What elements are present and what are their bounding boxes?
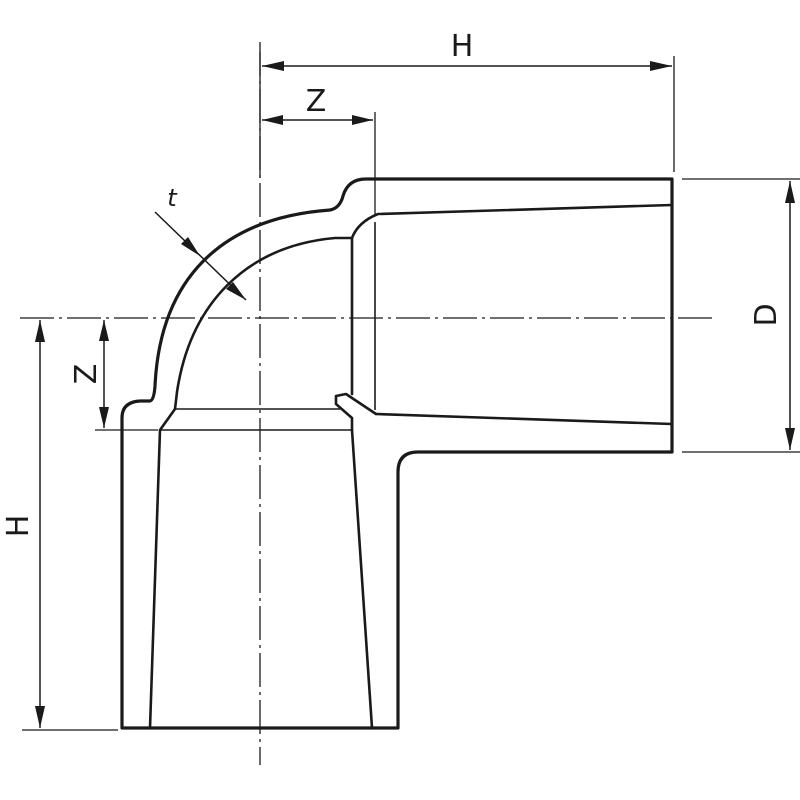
horizontal-socket-bottom-wall bbox=[374, 412, 674, 426]
arrowhead bbox=[262, 61, 284, 71]
vertical-socket-left-wall bbox=[148, 407, 177, 730]
junction-notch bbox=[334, 392, 378, 432]
arrowhead bbox=[650, 61, 672, 71]
arrowhead bbox=[262, 115, 283, 125]
elbow-inner-bend bbox=[173, 236, 354, 411]
dim-label-t: t bbox=[167, 184, 178, 212]
horizontal-socket-top-wall bbox=[350, 203, 674, 240]
dim-label-z-top: Z bbox=[306, 84, 327, 119]
arrowhead bbox=[785, 181, 795, 203]
dim-label-h-top: H bbox=[451, 29, 474, 64]
arrowhead bbox=[181, 237, 200, 256]
arrowhead bbox=[785, 428, 795, 450]
arrowhead bbox=[352, 115, 373, 125]
arrowhead bbox=[99, 407, 109, 428]
dim-label-d: D bbox=[749, 303, 784, 326]
arrowhead bbox=[35, 706, 45, 728]
dim-label-h-left: H bbox=[1, 515, 36, 538]
dim-label-z-left: Z bbox=[69, 364, 104, 385]
elbow-outer-outline bbox=[120, 177, 674, 730]
arrowhead bbox=[35, 320, 45, 342]
arrowhead bbox=[226, 282, 246, 300]
vertical-socket-right-wall bbox=[350, 428, 374, 730]
arrowhead bbox=[99, 320, 109, 341]
